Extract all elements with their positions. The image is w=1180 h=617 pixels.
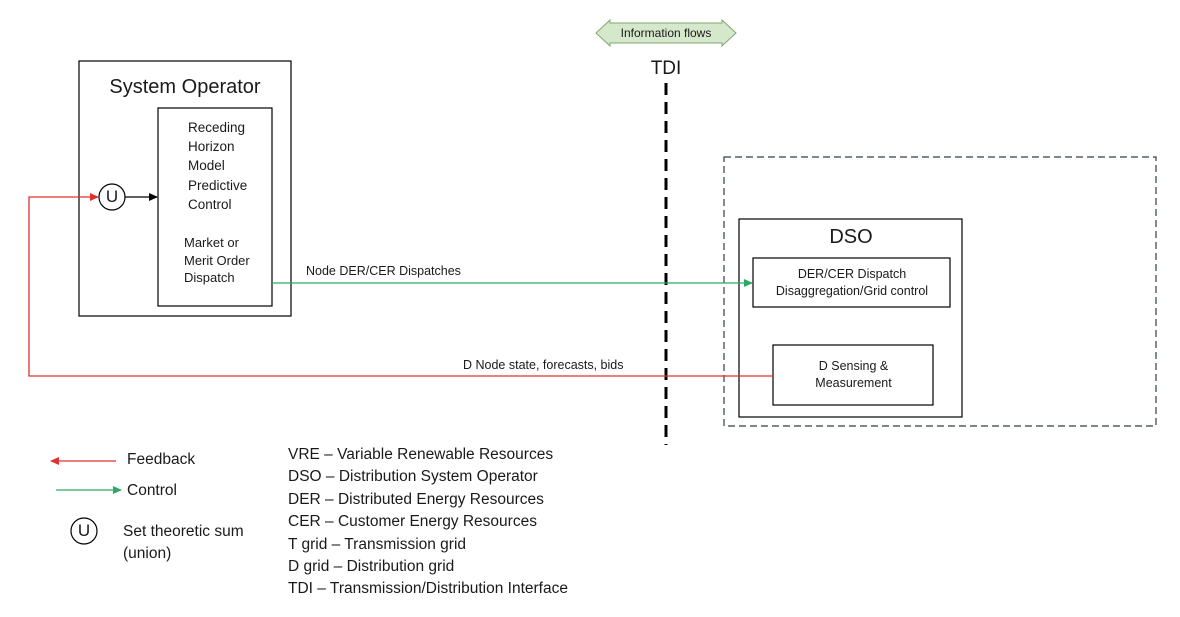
- mpc-dispatch-box: [157, 107, 273, 307]
- system-operator-title: System Operator: [109, 76, 261, 98]
- glossary-item: DSO – Distribution System Operator: [288, 468, 538, 486]
- d-sensing-label: D Sensing & Measurement: [774, 358, 933, 392]
- system-operator-box: [78, 60, 292, 317]
- information-flows-label: Information flows: [620, 26, 712, 40]
- glossary-item: DER – Distributed Energy Resources: [288, 490, 544, 508]
- dso-box: [738, 218, 963, 418]
- legend-feedback-label: Feedback: [127, 451, 196, 468]
- legend-union-symbol: U: [77, 521, 91, 540]
- glossary: VRE – Variable Renewable Resources DSO –…: [288, 444, 568, 601]
- dispatch-line: Merit Order: [184, 252, 250, 268]
- feedback-flow-arrow: [28, 193, 773, 377]
- tdi-label: TDI: [650, 58, 682, 79]
- information-flows-arrow: [595, 18, 737, 48]
- mpc-line: Horizon: [188, 139, 235, 155]
- der-dispatch-line: DER/CER Dispatch: [797, 267, 907, 281]
- glossary-item: D grid – Distribution grid: [288, 558, 455, 576]
- glossary-item: CER – Customer Energy Resources: [288, 513, 537, 531]
- dispatch-line: Market or: [184, 235, 239, 250]
- legend-control-label: Control: [127, 482, 177, 499]
- mpc-line: Model: [188, 158, 225, 174]
- mpc-label: Receding Horizon Model Predictive Contro…: [188, 118, 247, 214]
- feedback-flow-label: D Node state, forecasts, bids: [463, 358, 624, 372]
- mpc-line: Predictive: [188, 177, 248, 193]
- mpc-line: Control: [188, 196, 232, 212]
- d-sensing-line: D Sensing &: [818, 359, 889, 373]
- control-flow-label: Node DER/CER Dispatches: [306, 264, 461, 278]
- union-symbol: U: [105, 187, 119, 206]
- legend-union-circle: [70, 517, 98, 545]
- dso-title: DSO: [829, 226, 873, 248]
- glossary-item: T grid – Transmission grid: [288, 535, 467, 553]
- d-sensing-box: [772, 344, 934, 406]
- glossary-item: VRE – Variable Renewable Resources: [288, 446, 554, 463]
- der-dispatch-label: DER/CER Dispatch Disaggregation/Grid con…: [754, 266, 950, 300]
- dispatch-label: Market or Merit Order Dispatch: [184, 234, 250, 287]
- der-dispatch-line: Disaggregation/Grid control: [775, 284, 929, 298]
- mpc-line: Receding: [188, 120, 246, 135]
- legend-union-line: Set theoretic sum: [123, 523, 244, 540]
- legend-union-line: (union): [123, 545, 172, 562]
- der-dispatch-box: [752, 257, 951, 308]
- legend-union-label: Set theoretic sum (union): [123, 521, 283, 565]
- d-sensing-line: Measurement: [815, 376, 892, 390]
- glossary-item: TDI – Transmission/Distribution Interfac…: [288, 580, 568, 598]
- dispatch-line: Dispatch: [184, 270, 235, 286]
- dso-region: [723, 156, 1157, 427]
